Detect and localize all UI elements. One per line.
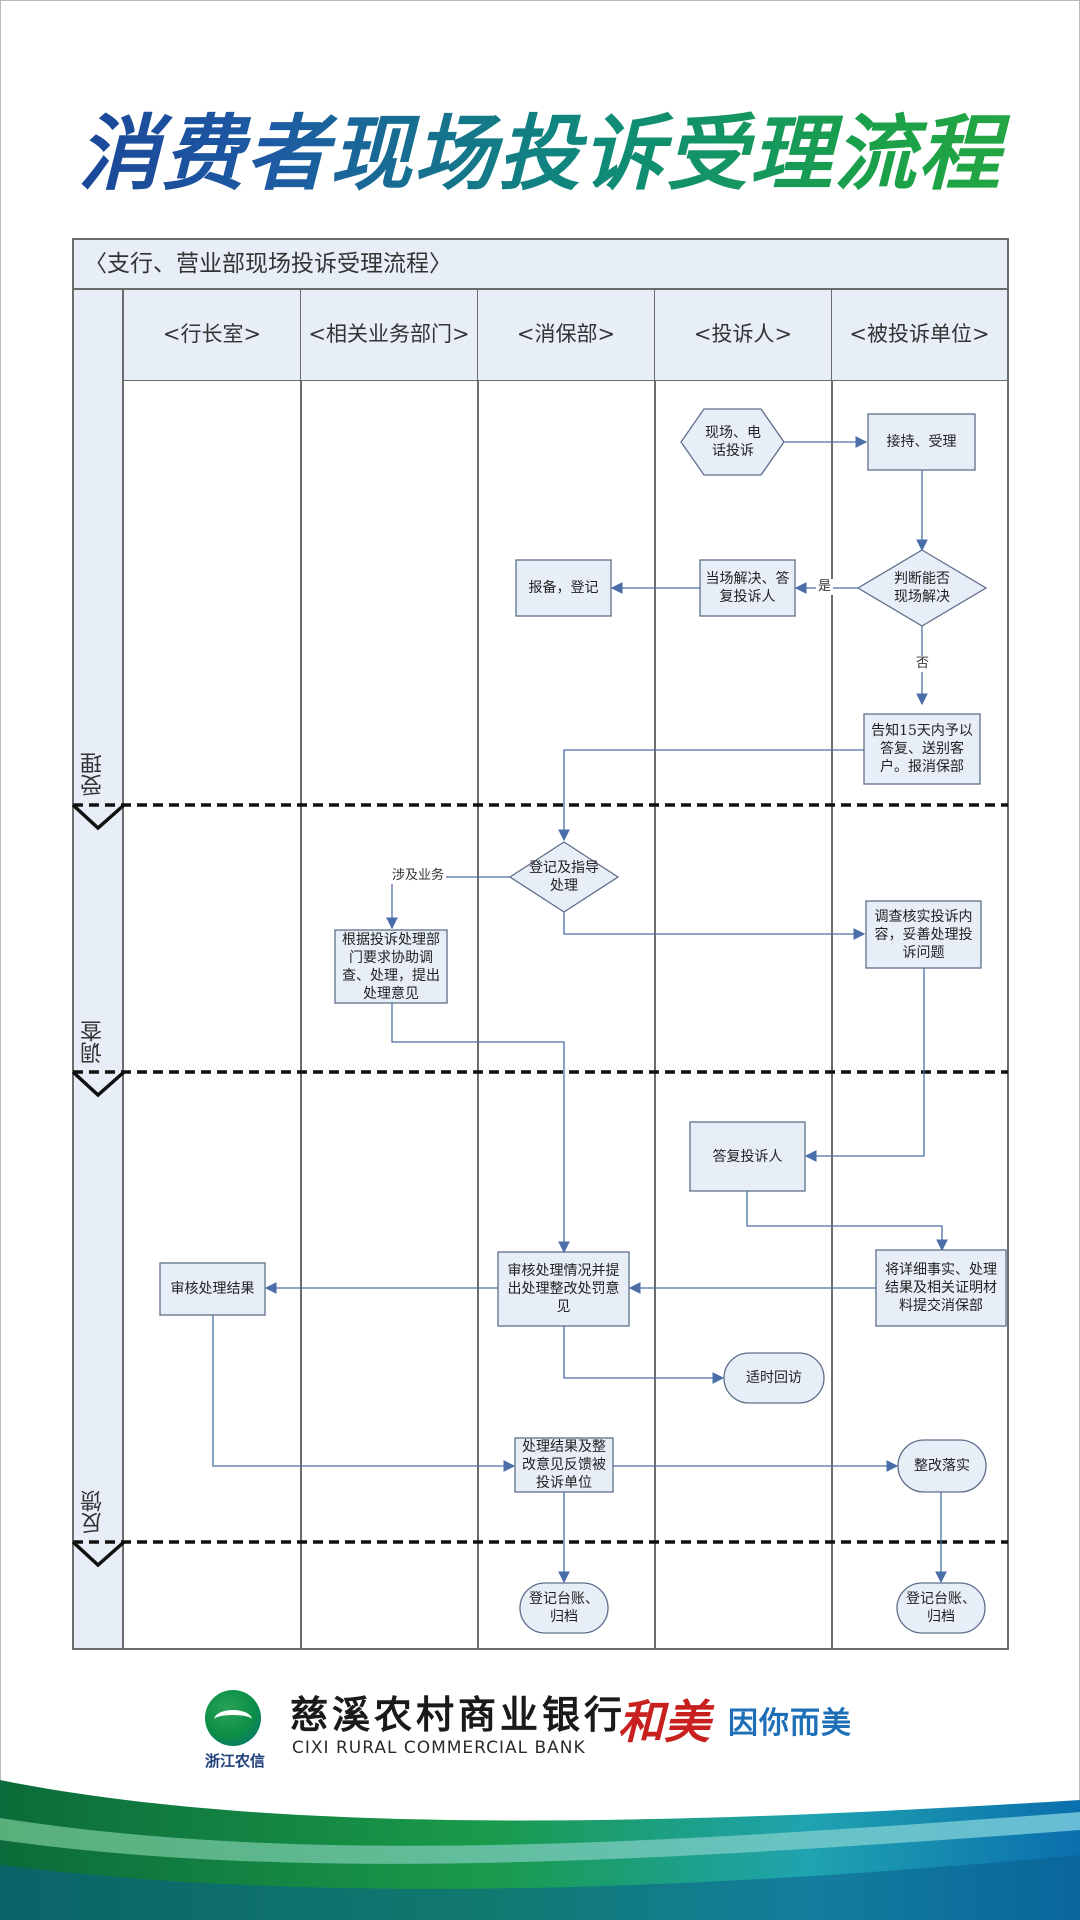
node-shape-audit	[497, 1251, 630, 1327]
node-shape-president-review	[159, 1262, 266, 1316]
node-shape-assist-dept	[334, 929, 448, 1004]
lane-divider	[300, 381, 302, 1648]
node-shape-rectify	[897, 1439, 987, 1493]
phase-column	[74, 290, 124, 1648]
lane-header-consumer-protection: <消保部>	[478, 290, 655, 381]
decorative-wave-band	[0, 1780, 1080, 1920]
edge-label-yes: 是	[816, 579, 834, 595]
edge-label-business: 涉及业务	[390, 868, 447, 884]
edge-investigate-to-reply	[804, 968, 925, 1162]
edge-reply-to-submit	[746, 1191, 948, 1252]
bank-name-en: CIXI RURAL COMMERCIAL BANK	[292, 1738, 586, 1758]
node-investigate: 调查核实投诉内容，妥善处理投诉问题	[874, 908, 973, 961]
node-shape-notify	[863, 713, 981, 785]
bank-name-cn: 慈溪农村商业银行	[290, 1692, 627, 1737]
node-shape-feedback	[514, 1437, 614, 1493]
node-shape-archive-unit	[896, 1582, 986, 1634]
phase-chevron	[71, 803, 126, 831]
node-shape-investigate	[865, 900, 982, 969]
lane-header-president: <行长室>	[124, 290, 301, 381]
edge-guide-to-dept	[386, 876, 510, 930]
lane-header-complainant: <投诉人>	[655, 290, 832, 381]
lane-divider	[477, 381, 479, 1648]
slogan: 因你而美	[728, 1706, 852, 1741]
node-reply-complainant: 答复投诉人	[712, 1148, 783, 1165]
edge-notify-to-register-guide	[558, 749, 864, 842]
node-president-review: 审核处理结果	[170, 1281, 255, 1297]
node-notify-15-days: 告知15天内予以答复、送别客户。报消保部	[871, 723, 973, 775]
footer: 浙江农信 慈溪农村商业银行 CIXI RURAL COMMERCIAL BANK…	[0, 1680, 1080, 1780]
edge-label-no: 否	[914, 656, 932, 672]
node-archive-complained-unit: 登记台账、归档	[906, 1591, 976, 1625]
node-shape-start	[680, 408, 785, 476]
node-shape-register	[515, 559, 612, 617]
node-judge: 判断能否现场解决	[894, 571, 950, 605]
node-shape-judge	[856, 549, 988, 627]
node-complaint-start: 现场、电话投诉	[705, 425, 761, 459]
node-resolve-on-site: 当场解决、答复投诉人	[705, 571, 790, 605]
edge-guide-to-investigate	[563, 912, 866, 940]
node-rectify: 整改落实	[914, 1458, 970, 1474]
node-shape-follow-up	[723, 1352, 825, 1404]
slogan-art-logo: 和美	[618, 1695, 710, 1749]
node-report-register: 报备，登记	[528, 580, 599, 596]
logo-caption: 浙江农信	[204, 1752, 265, 1770]
node-shape-reply	[689, 1121, 806, 1192]
edge-president-to-feedback	[212, 1315, 516, 1472]
node-feedback: 处理结果及整改意见反馈被投诉单位	[522, 1439, 606, 1491]
lane-header-complained-unit: <被投诉单位>	[832, 290, 1007, 381]
node-register-guide: 登记及指导处理	[529, 860, 599, 894]
lane-divider	[654, 381, 656, 1648]
node-submit-details: 将详细事实、处理结果及相关证明材料提交消保部	[885, 1262, 997, 1314]
node-shape-resolve	[699, 559, 796, 617]
phase-chevron	[71, 1070, 126, 1098]
node-assist-dept: 根据投诉处理部门要求协助调查、处理，提出处理意见	[342, 931, 440, 1002]
lane-divider	[831, 381, 833, 1648]
poster-title: 消费者现场投诉受理流程	[0, 100, 1080, 210]
swimlane-table: 〈支行、营业部现场投诉受理流程〉 <行长室> <相关业务部门> <消保部> <投…	[72, 238, 1009, 1650]
node-archive-consumer-protection: 登记台账、归档	[529, 1591, 599, 1625]
node-follow-up: 适时回访	[746, 1370, 802, 1386]
lane-header-business-dept: <相关业务部门>	[301, 290, 478, 381]
edge-audit-to-follow-up	[563, 1326, 725, 1384]
phase-chevron	[71, 1540, 126, 1568]
node-shape-submit	[875, 1249, 1007, 1327]
node-shape-receive	[867, 413, 976, 471]
node-receive: 接持、受理	[886, 434, 957, 450]
node-shape-archive-consumer	[519, 1582, 609, 1634]
logo-wave-icon	[214, 1710, 252, 1729]
edge-dept-to-audit	[391, 1003, 570, 1254]
flow-subtitle: 〈支行、营业部现场投诉受理流程〉	[74, 240, 1007, 290]
node-audit-rectify: 审核处理情况并提出处理整改处罚意见	[507, 1263, 620, 1315]
node-shape-register-guide	[508, 841, 620, 913]
